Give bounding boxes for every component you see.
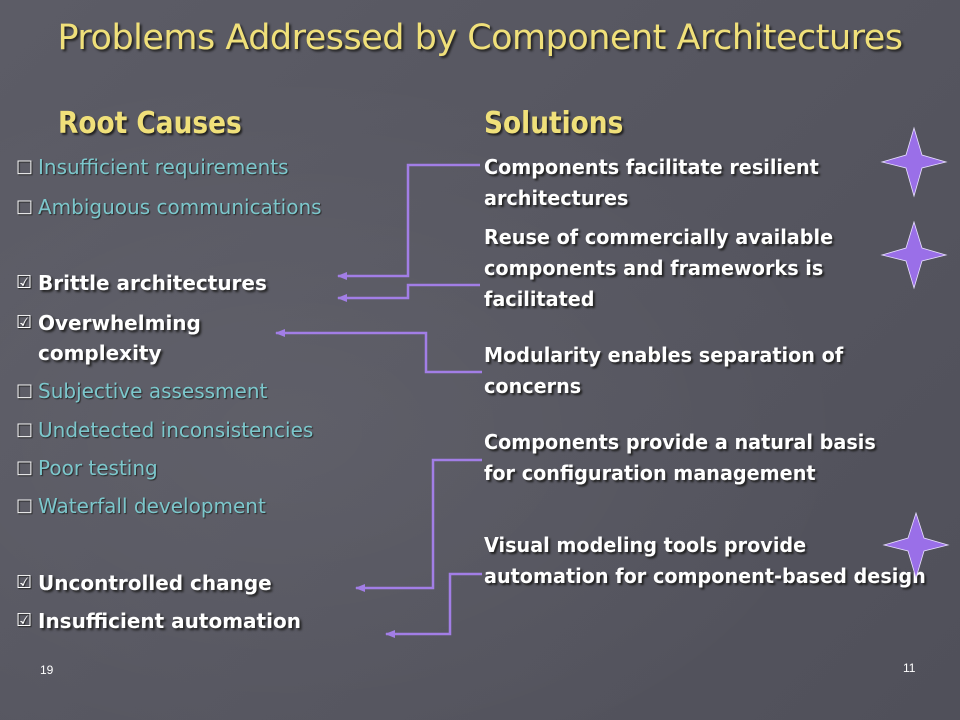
connector-line bbox=[337, 283, 480, 302]
cause-item: ☑ Uncontrolled change bbox=[16, 568, 272, 598]
root-causes-heading: Root Causes bbox=[58, 106, 242, 141]
cause-item: □ Subjective assessment bbox=[16, 376, 267, 406]
unchecked-box-icon: □ bbox=[16, 156, 34, 177]
page-number: 11 bbox=[903, 661, 916, 675]
solutions-heading: Solutions bbox=[484, 106, 624, 141]
connector-line bbox=[385, 572, 482, 638]
solution-item: Components provide a natural basis for c… bbox=[484, 430, 876, 485]
unchecked-box-icon: □ bbox=[16, 419, 34, 440]
star-icon bbox=[880, 126, 948, 198]
cause-item: □ Ambiguous communications bbox=[16, 192, 322, 222]
slide-title: Problems Addressed by Component Architec… bbox=[57, 18, 903, 58]
solution-item: Components facilitate resilient architec… bbox=[484, 155, 819, 210]
cause-item: □ Insufficient requirements bbox=[16, 152, 289, 182]
connector-line bbox=[337, 163, 480, 280]
solution-item: Visual modeling tools provide automation… bbox=[484, 533, 926, 588]
cause-item: □ Undetected inconsistencies bbox=[16, 415, 313, 445]
connector-line bbox=[275, 329, 482, 374]
cause-label: Brittle architectures bbox=[38, 271, 267, 295]
cause-item: ☑ Overwhelming complexity bbox=[16, 308, 248, 368]
cause-label: Uncontrolled change bbox=[38, 571, 272, 595]
cause-item: ☑ Insufficient automation bbox=[16, 606, 301, 636]
cause-label: Undetected inconsistencies bbox=[38, 418, 314, 442]
checked-box-icon: ☑ bbox=[16, 272, 33, 293]
unchecked-box-icon: □ bbox=[16, 196, 34, 217]
connector-line bbox=[355, 458, 482, 592]
checked-box-icon: ☑ bbox=[16, 572, 33, 593]
cause-label: Insufficient requirements bbox=[38, 155, 289, 179]
cause-label: Insufficient automation bbox=[38, 609, 301, 633]
star-icon bbox=[880, 220, 948, 290]
checked-box-icon: ☑ bbox=[16, 610, 33, 631]
star-icon bbox=[882, 511, 950, 580]
cause-item: ☑ Brittle architectures bbox=[16, 268, 267, 298]
unchecked-box-icon: □ bbox=[16, 495, 34, 516]
cause-item: □ Poor testing bbox=[16, 453, 158, 483]
cause-label: Subjective assessment bbox=[38, 379, 268, 403]
solution-item: Reuse of commercially available componen… bbox=[484, 225, 834, 311]
unchecked-box-icon: □ bbox=[16, 380, 34, 401]
cause-label: Poor testing bbox=[38, 456, 158, 480]
cause-label: Waterfall development bbox=[38, 494, 266, 518]
solution-item: Modularity enables separation of concern… bbox=[484, 343, 844, 398]
cause-label: Overwhelming complexity bbox=[38, 311, 201, 365]
footer-left-number: 19 bbox=[40, 663, 54, 677]
cause-label: Ambiguous communications bbox=[38, 195, 322, 219]
cause-item: □ Waterfall development bbox=[16, 491, 266, 521]
unchecked-box-icon: □ bbox=[16, 457, 34, 478]
checked-box-icon: ☑ bbox=[16, 312, 33, 333]
